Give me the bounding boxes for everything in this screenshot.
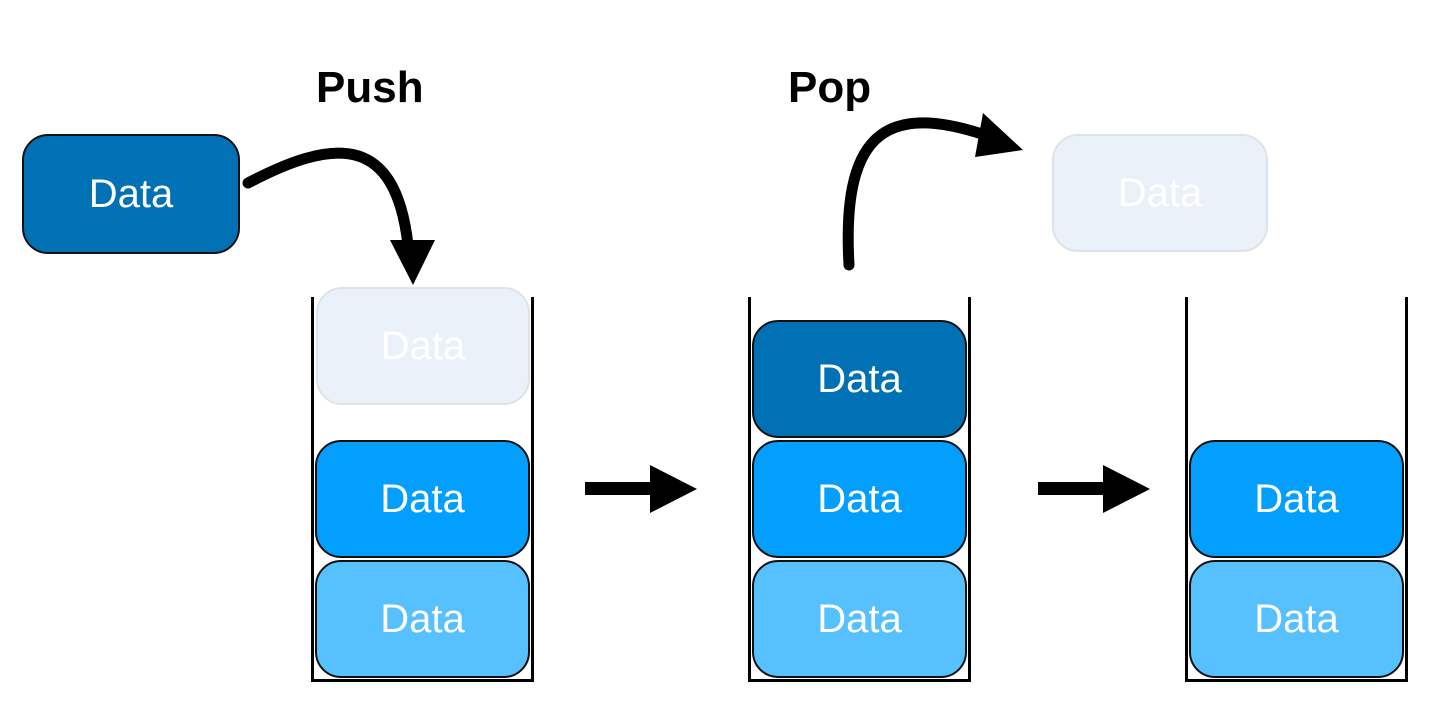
push-label: Push — [316, 63, 424, 112]
pop-arrowhead — [975, 113, 1023, 157]
stack-1-container — [311, 297, 534, 682]
stack-3-item-1: Data — [1189, 560, 1404, 678]
stack-2-item-3: Data — [752, 320, 967, 438]
pop-label: Pop — [788, 63, 872, 112]
transition-arrow-1-shaft — [585, 482, 655, 495]
stack-2-item-1: Data — [752, 560, 967, 678]
push-curve-arrow — [242, 147, 414, 251]
pop-curve-arrow — [842, 117, 991, 271]
stack-3-container — [1185, 297, 1408, 682]
stack-1-ghost-slot: Data — [316, 287, 530, 405]
popped-data-ghost: Data — [1052, 134, 1268, 252]
transition-arrow-1-head — [650, 465, 697, 513]
push-arrowhead — [390, 240, 435, 285]
stack-1-item-2: Data — [315, 440, 530, 558]
stack-2-item-2: Data — [752, 440, 967, 558]
transition-arrow-2-head — [1103, 465, 1150, 513]
stack-1-item-1: Data — [315, 560, 530, 678]
incoming-data-block: Data — [22, 134, 240, 254]
stack-2-container — [748, 297, 971, 682]
stack-3-item-2: Data — [1189, 440, 1404, 558]
transition-arrow-2-shaft — [1038, 482, 1108, 495]
